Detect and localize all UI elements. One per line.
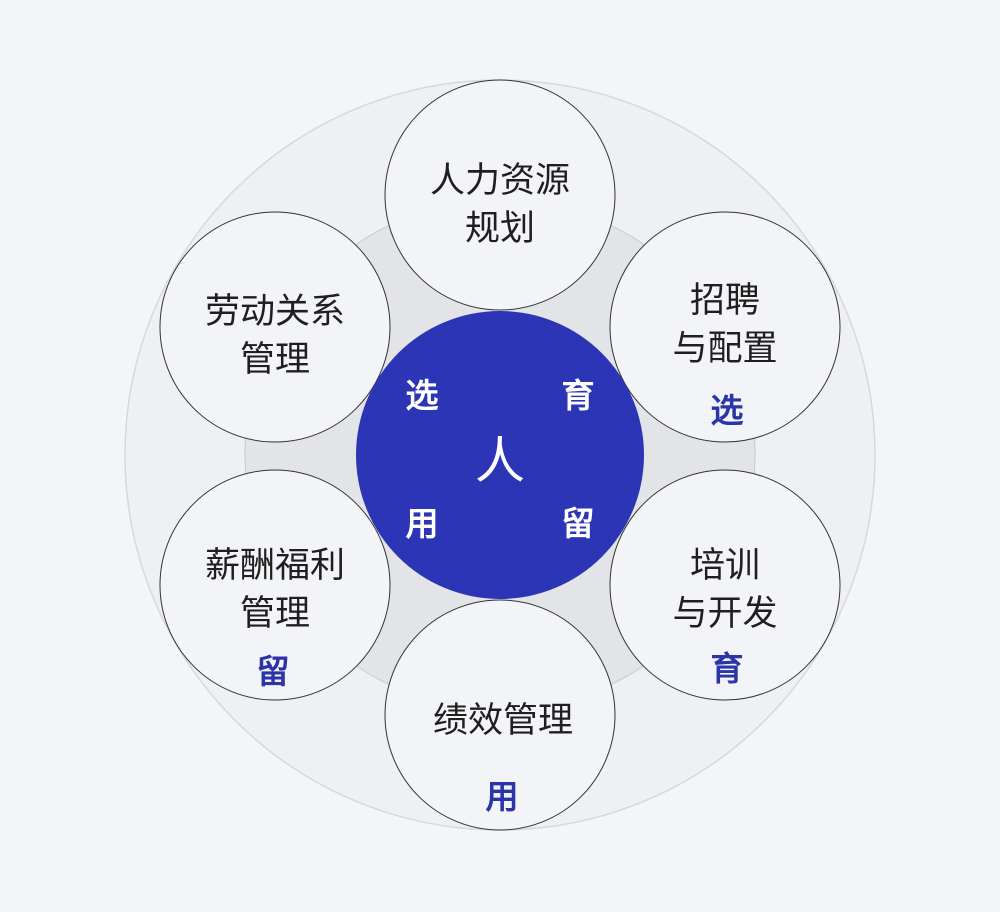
node-tag: 用 — [486, 777, 519, 816]
node-tag: 选 — [711, 391, 744, 430]
node-label: 薪酬福利 — [205, 546, 345, 586]
core-circle: 人 选 育 用 留 — [356, 311, 644, 599]
node-training: 培训 与开发 育 — [609, 469, 841, 701]
core-title: 人 — [475, 432, 525, 490]
core-word: 用 — [406, 504, 439, 543]
node-hr-planning: 人力资源 规划 — [384, 79, 616, 311]
node-labor-relations: 劳动关系 管理 — [159, 211, 391, 443]
node-tag: 育 — [711, 649, 744, 688]
node-label: 管理 — [240, 340, 310, 380]
core-word: 育 — [562, 376, 595, 415]
node-recruitment: 招聘 与配置 选 — [609, 211, 841, 443]
node-label: 与开发 — [672, 594, 777, 634]
core-word: 选 — [406, 376, 439, 415]
node-label: 人力资源 — [430, 161, 570, 201]
node-compensation: 薪酬福利 管理 留 — [159, 469, 391, 701]
node-label: 劳动关系 — [205, 292, 345, 332]
node-label: 规划 — [465, 209, 535, 249]
node-label: 管理 — [240, 594, 310, 634]
node-tag: 留 — [257, 652, 290, 691]
node-label: 绩效管理 — [433, 701, 573, 741]
node-label: 培训 — [690, 546, 760, 586]
node-performance: 绩效管理 用 — [384, 599, 616, 831]
core-word: 留 — [562, 504, 595, 543]
node-label: 招聘 — [690, 281, 760, 321]
node-label: 与配置 — [672, 329, 777, 369]
